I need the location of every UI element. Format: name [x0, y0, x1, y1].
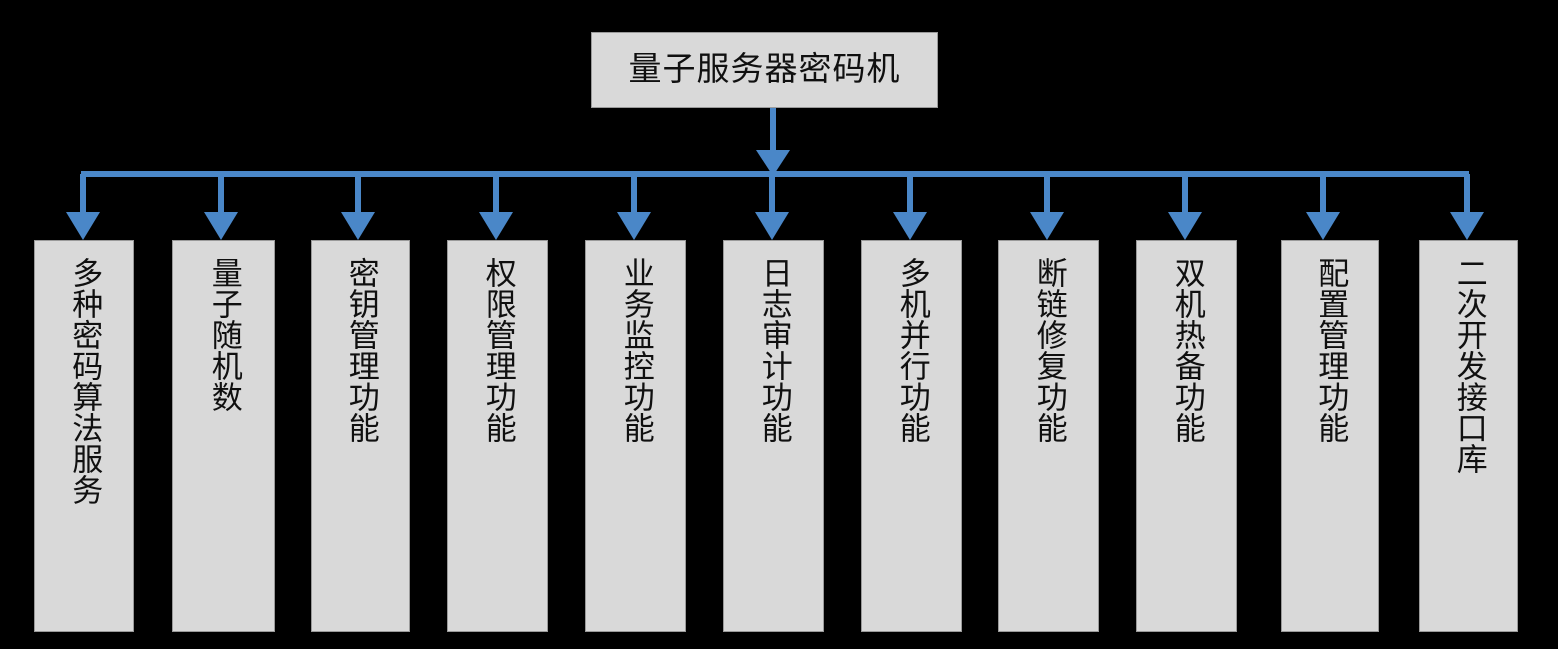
child-node-11-label: 二次开发接口库 — [1451, 257, 1487, 474]
root-to-bus-connector — [756, 108, 790, 176]
child-node-3-label: 密钥管理功能 — [343, 257, 379, 443]
connector-arrow-8 — [1030, 174, 1064, 240]
connector-arrow-7 — [893, 174, 927, 240]
child-node-5-label: 业务监控功能 — [618, 257, 654, 443]
child-node-10-label: 配置管理功能 — [1313, 257, 1349, 443]
connector-arrow-3 — [341, 174, 375, 240]
root-node-label: 量子服务器密码机 — [628, 51, 901, 88]
bus-to-child-arrows — [66, 174, 1484, 240]
child-node-9-label: 双机热备功能 — [1169, 257, 1205, 443]
child-node-1-label: 多种密码算法服务 — [67, 257, 103, 505]
child-node-6[interactable]: 日志审计功能 — [723, 240, 824, 632]
connector-arrow-10 — [1306, 174, 1340, 240]
child-node-1[interactable]: 多种密码算法服务 — [34, 240, 134, 632]
connector-arrow-1 — [66, 174, 100, 240]
connector-arrow-2 — [204, 174, 238, 240]
child-node-3[interactable]: 密钥管理功能 — [311, 240, 410, 632]
child-node-7[interactable]: 多机并行功能 — [861, 240, 962, 632]
child-node-4-label: 权限管理功能 — [480, 257, 516, 443]
connector-arrow-9 — [1168, 174, 1202, 240]
child-node-10[interactable]: 配置管理功能 — [1281, 240, 1379, 632]
child-node-2[interactable]: 量子随机数 — [172, 240, 275, 632]
child-node-7-label: 多机并行功能 — [894, 257, 930, 443]
horizontal-bus-line — [81, 171, 1469, 177]
child-node-9[interactable]: 双机热备功能 — [1136, 240, 1237, 632]
root-node[interactable]: 量子服务器密码机 — [591, 32, 938, 108]
child-node-6-label: 日志审计功能 — [756, 257, 792, 443]
connector-arrow-11 — [1450, 174, 1484, 240]
child-node-4[interactable]: 权限管理功能 — [447, 240, 548, 632]
child-node-5[interactable]: 业务监控功能 — [585, 240, 686, 632]
child-node-8[interactable]: 断链修复功能 — [998, 240, 1099, 632]
child-node-11[interactable]: 二次开发接口库 — [1419, 240, 1518, 632]
connector-arrow-6 — [755, 174, 789, 240]
connector-arrow-4 — [479, 174, 513, 240]
child-node-8-label: 断链修复功能 — [1031, 257, 1067, 443]
connector-arrow-5 — [617, 174, 651, 240]
child-node-2-label: 量子随机数 — [206, 257, 242, 412]
